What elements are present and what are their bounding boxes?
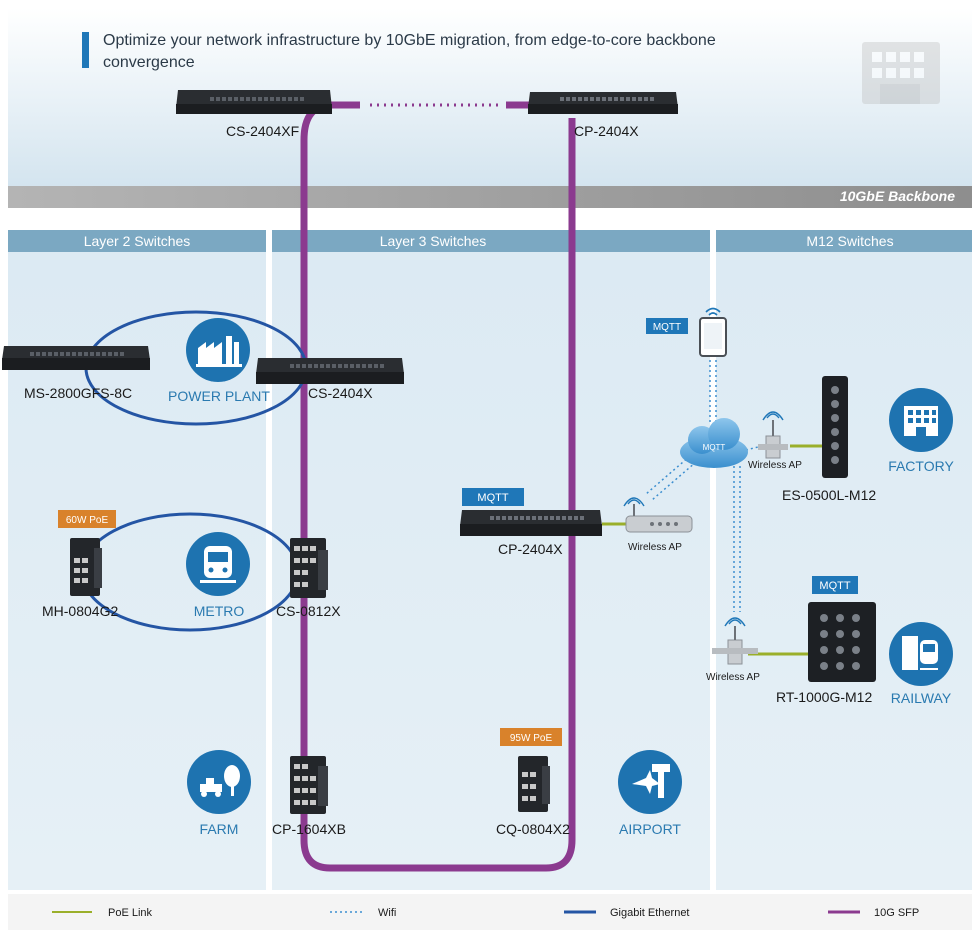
wireless-ap-railway-signal-icon bbox=[724, 617, 746, 627]
label-cp1604xb: CP-1604XB bbox=[272, 821, 346, 837]
layer2-header bbox=[8, 230, 266, 252]
switch-cs0812x[interactable] bbox=[290, 538, 328, 598]
switch-cp2404x-top[interactable] bbox=[528, 92, 678, 114]
mqtt-tag-rt1000 bbox=[812, 576, 858, 594]
backbone-label: 10GbE Backbone bbox=[840, 188, 955, 204]
switch-cp1604xb[interactable] bbox=[290, 756, 328, 814]
building-watermark-icon bbox=[862, 42, 940, 104]
legend-poe-label: PoE Link bbox=[108, 907, 153, 919]
switch-es0500l-m12[interactable] bbox=[822, 376, 848, 478]
railway-icon bbox=[889, 622, 953, 686]
headline: Optimize your network infrastructure by … bbox=[103, 32, 716, 71]
label-cp2404x-mid: CP-2404X bbox=[498, 541, 563, 557]
switch-mh0804g2[interactable] bbox=[70, 538, 102, 596]
farm-icon bbox=[187, 750, 251, 814]
label-es0500l-m12: ES-0500L-M12 bbox=[782, 487, 876, 503]
legend-bar bbox=[8, 894, 972, 930]
legend-sfp-label: 10G SFP bbox=[874, 907, 919, 919]
switch-cs2404x[interactable] bbox=[256, 358, 404, 384]
zone-farm: FARM bbox=[200, 821, 239, 837]
mqtt-cloud-icon bbox=[680, 418, 748, 468]
poe-tag-95w-text: 95W PoE bbox=[510, 733, 553, 744]
label-cs0812x: CS-0812X bbox=[276, 603, 341, 619]
zone-power-plant: POWER PLANT bbox=[168, 388, 270, 404]
label-mh0804g2: MH-0804G2 bbox=[42, 603, 118, 619]
cloud-mqtt-label: MQTT bbox=[703, 443, 726, 452]
mqtt-tag-tablet bbox=[646, 318, 688, 334]
sfp-link-loop bbox=[300, 104, 576, 872]
switch-cp2404x-mid[interactable] bbox=[460, 510, 602, 536]
zone-railway: RAILWAY bbox=[891, 690, 952, 706]
layer3-title: Layer 3 Switches bbox=[380, 233, 487, 249]
label-cs2404xf: CS-2404XF bbox=[226, 123, 299, 139]
zone-metro: METRO bbox=[194, 603, 245, 619]
mqtt-tag-rt1000-text: MQTT bbox=[819, 580, 850, 592]
backbone-bar bbox=[8, 186, 972, 208]
wireless-ap-railway-label: Wireless AP bbox=[706, 672, 760, 683]
wireless-ap-factory-icon[interactable] bbox=[758, 420, 788, 459]
label-rt1000g-m12: RT-1000G-M12 bbox=[776, 689, 872, 705]
zone-airport: AIRPORT bbox=[619, 821, 681, 837]
factory-icon bbox=[889, 388, 953, 452]
wifi-signal-icon bbox=[705, 307, 721, 316]
switch-ms2800gfs[interactable] bbox=[2, 346, 150, 370]
tablet-icon[interactable] bbox=[699, 317, 727, 357]
legend-wifi-label: Wifi bbox=[378, 907, 396, 919]
metro-icon bbox=[186, 532, 250, 596]
label-ms2800gfs: MS-2800GFS-8C bbox=[24, 385, 132, 401]
wireless-ap-factory-label: Wireless AP bbox=[748, 460, 802, 471]
wireless-ap-factory-signal-icon bbox=[762, 411, 784, 421]
wireless-ap-mid-signal-icon bbox=[623, 497, 645, 507]
m12-header bbox=[716, 230, 972, 252]
airport-icon bbox=[618, 750, 682, 814]
poe-tag-95w bbox=[500, 728, 562, 746]
m12-panel bbox=[716, 252, 972, 890]
wireless-ap-mid-label: Wireless AP bbox=[628, 542, 682, 553]
label-cp2404x-top: CP-2404X bbox=[574, 123, 639, 139]
layer3-header bbox=[272, 230, 710, 252]
switch-rt1000g-m12[interactable] bbox=[808, 602, 876, 682]
label-cq0804x2: CQ-0804X2 bbox=[496, 821, 570, 837]
poe-tag-60w bbox=[58, 510, 116, 528]
switch-cs2404xf[interactable] bbox=[176, 90, 332, 114]
backbone-area bbox=[8, 8, 972, 188]
power-plant-icon bbox=[186, 318, 250, 382]
mqtt-tag-tablet-text: MQTT bbox=[653, 322, 681, 333]
label-cs2404x: CS-2404X bbox=[308, 385, 373, 401]
wireless-ap-railway-icon[interactable] bbox=[712, 626, 758, 665]
m12-title: M12 Switches bbox=[806, 233, 893, 249]
wifi-links bbox=[645, 360, 763, 612]
zone-factory: FACTORY bbox=[888, 458, 954, 474]
headline-accent-bar bbox=[82, 32, 89, 68]
switch-cq0804x2[interactable] bbox=[518, 756, 550, 812]
mqtt-tag-cp2404x bbox=[462, 488, 524, 506]
wireless-ap-mid-icon[interactable] bbox=[625, 504, 693, 533]
mqtt-tag-cp2404x-text: MQTT bbox=[477, 492, 508, 504]
layer2-title: Layer 2 Switches bbox=[84, 233, 191, 249]
legend-gigabit-label: Gigabit Ethernet bbox=[610, 907, 690, 919]
poe-tag-60w-text: 60W PoE bbox=[66, 515, 109, 526]
